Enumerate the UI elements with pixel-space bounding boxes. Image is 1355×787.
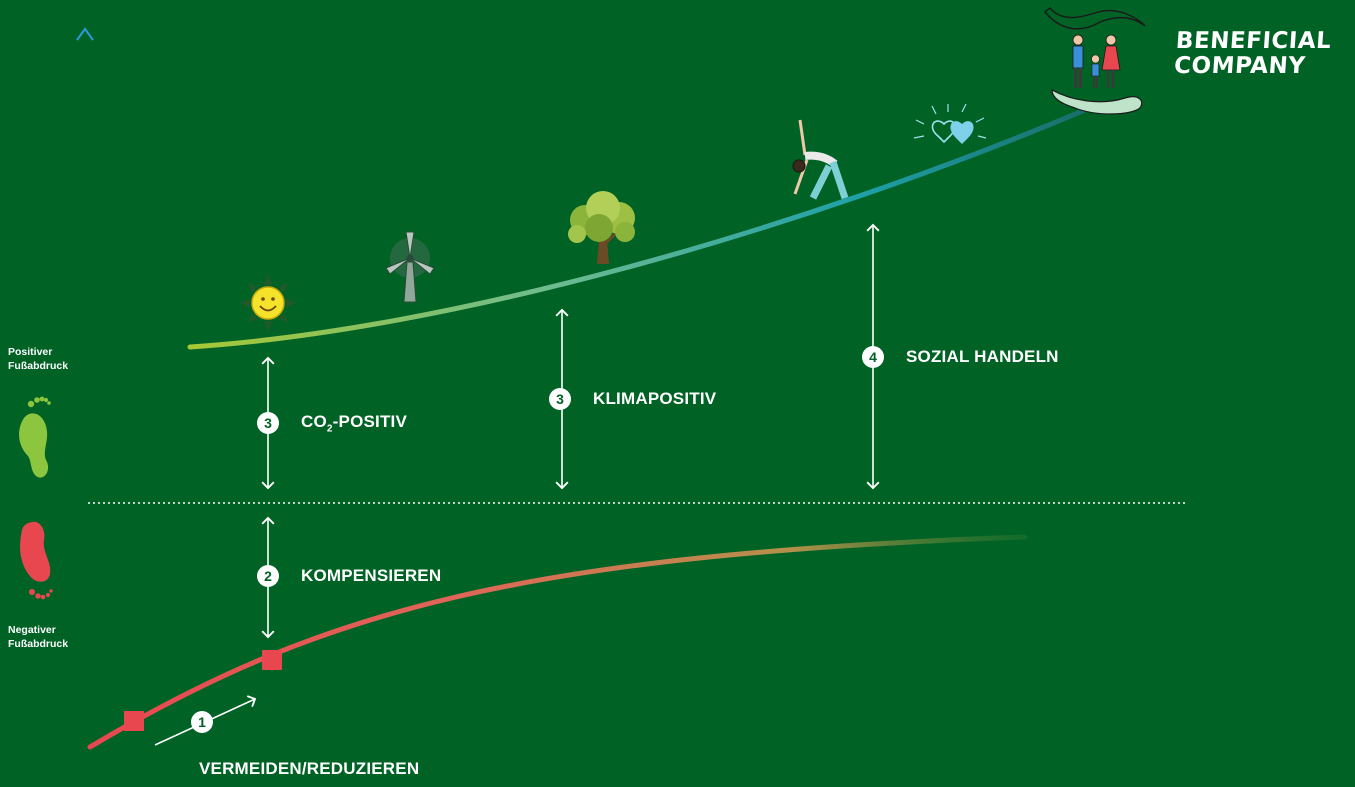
step-marker-2 — [262, 650, 282, 670]
co2-rest-text: -POSITIV — [332, 412, 408, 431]
co2-text: CO — [301, 412, 327, 431]
step-4-badge: 4 — [862, 346, 884, 368]
family-in-hands-icon — [1044, 7, 1146, 115]
step-marker-1 — [124, 711, 144, 731]
negative-footprint-label-line1: Negativer — [8, 624, 56, 636]
green-footprint-icon — [19, 396, 51, 478]
red-footprint-icon — [20, 521, 53, 600]
brand-line1: BENEFICIAL — [1175, 28, 1333, 54]
negative-footprint-curve — [87, 534, 1028, 750]
hearts-icon — [913, 103, 987, 144]
step-1-badge: 1 — [191, 711, 213, 733]
step-2-badge: 2 — [257, 565, 279, 587]
negative-footprint-label-line2: Fußabdruck — [8, 638, 69, 650]
positive-footprint-label-line1: Positiver — [8, 346, 53, 358]
co2-subscript: 2 — [326, 423, 333, 435]
step-3-co2-badge: 3 — [257, 412, 279, 434]
step-3-klima-label: KLIMAPOSITIV — [593, 389, 717, 408]
step-3-co2-label: CO2-POSITIV — [301, 412, 407, 434]
sun-icon — [240, 275, 296, 331]
brand-line2: COMPANY — [1173, 53, 1307, 79]
tree-icon — [568, 191, 635, 264]
positive-footprint-label: Positiver Fußabdruck — [8, 345, 68, 373]
step-4-label: SOZIAL HANDELN — [906, 347, 1059, 366]
positive-footprint-curve — [187, 107, 1088, 350]
step-3-klima-badge: 3 — [549, 388, 571, 410]
yoga-person-icon — [792, 119, 849, 200]
step-2-label: KOMPENSIEREN — [301, 566, 442, 585]
beneficial-company-title: BENEFICIAL COMPANY — [1173, 28, 1333, 79]
vertical-axis — [76, 27, 94, 787]
negative-footprint-label: Negativer Fußabdruck — [8, 623, 68, 651]
wind-turbine-icon — [385, 231, 435, 303]
step-1-label: VERMEIDEN/REDUZIEREN — [199, 759, 420, 778]
positive-footprint-label-line2: Fußabdruck — [8, 360, 69, 372]
